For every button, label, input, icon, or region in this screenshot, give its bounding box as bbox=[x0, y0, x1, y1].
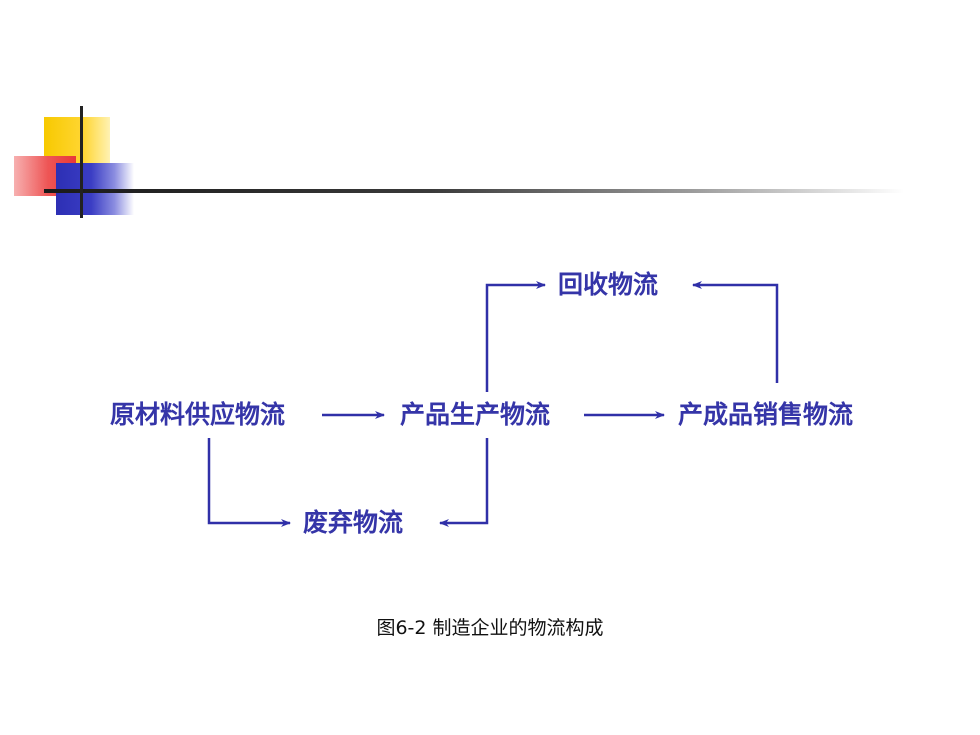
node-raw-material-supply-logistics: 原材料供应物流 bbox=[110, 400, 286, 429]
header-vertical-line bbox=[80, 106, 83, 218]
header-divider-line bbox=[44, 189, 904, 193]
arrow-sales-to-recycle bbox=[692, 281, 779, 383]
arrow-supply-to-waste bbox=[207, 438, 291, 527]
figure-caption: 图6-2 制造企业的物流构成 bbox=[376, 617, 604, 639]
node-production-logistics: 产品生产物流 bbox=[400, 400, 551, 429]
arrow-production-to-recycle bbox=[485, 281, 546, 392]
node-waste-logistics: 废弃物流 bbox=[303, 508, 404, 537]
node-finished-goods-sales-logistics: 产成品销售物流 bbox=[678, 400, 854, 429]
node-recycle-logistics: 回收物流 bbox=[558, 270, 659, 299]
arrow-production-to-waste bbox=[439, 438, 489, 527]
